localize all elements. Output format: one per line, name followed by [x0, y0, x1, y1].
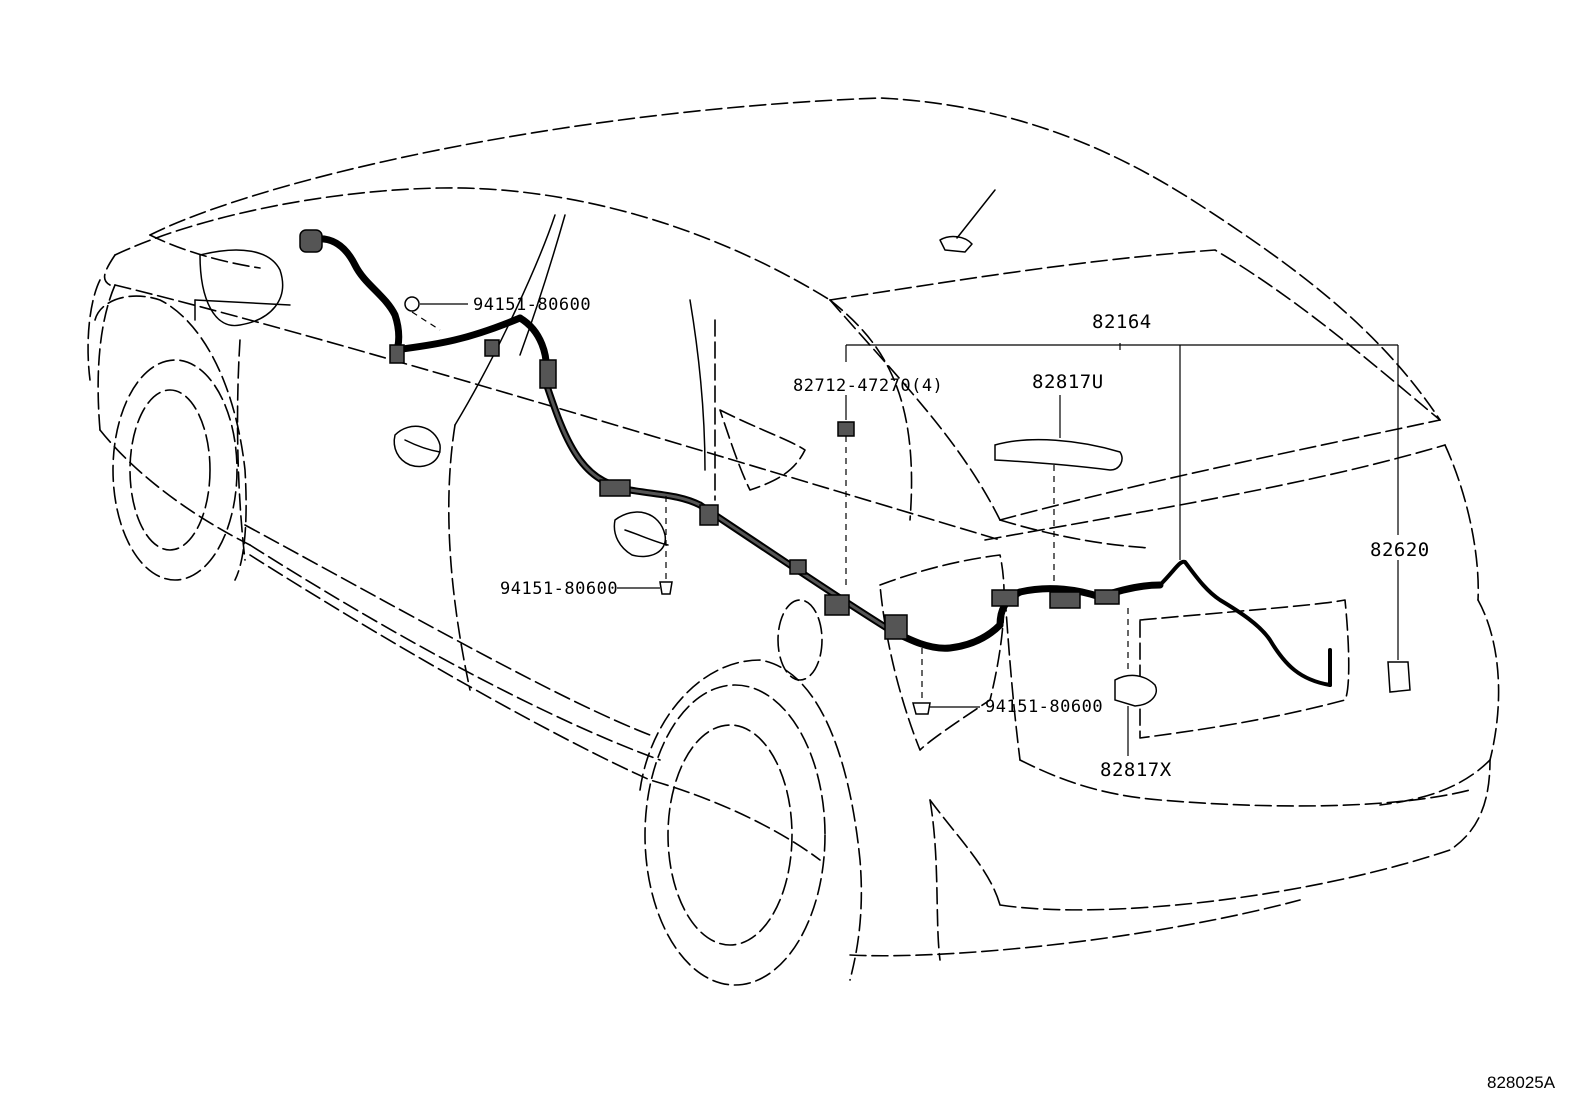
label-harness-82164: 82164 — [1092, 311, 1152, 333]
car-details — [194, 189, 996, 558]
label-clip-rear: 94151-80600 — [985, 697, 1103, 717]
protector-82817u-icon — [994, 438, 1123, 471]
label-clip-front: 94151-80600 — [473, 295, 591, 315]
leader-lines — [411, 303, 1399, 756]
clip-rear-icon — [912, 702, 931, 715]
figure-ref-code: 828025A — [1487, 1073, 1556, 1092]
car-body-outline — [87, 97, 1500, 986]
clip-mid-icon — [659, 581, 673, 595]
label-protector-82817x: 82817X — [1100, 759, 1172, 781]
clips — [404, 296, 1157, 715]
label-protector-82817u: 82817U — [1032, 371, 1104, 393]
clamp-82712-icon — [837, 421, 855, 437]
label-block-82620: 82620 — [1370, 539, 1430, 561]
clip-front-icon — [404, 296, 420, 312]
label-clamp-82712: 82712-47270(4) — [793, 376, 943, 396]
label-clip-mid: 94151-80600 — [500, 579, 618, 599]
wiring-harness-82164 — [299, 229, 1411, 693]
protector-82817x-icon — [1114, 674, 1157, 707]
